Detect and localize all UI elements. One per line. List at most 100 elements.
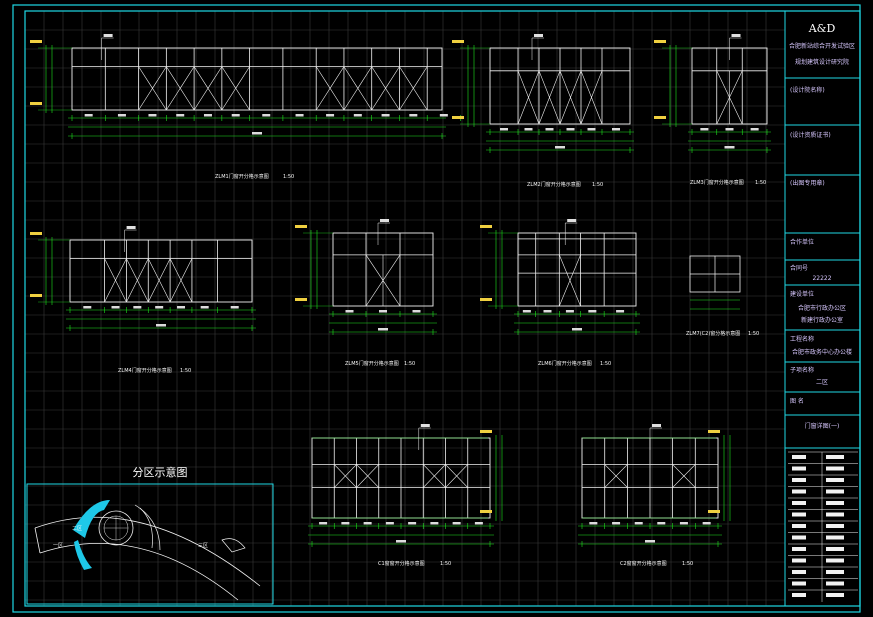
- view-zlm1-dim-value: [117, 114, 126, 117]
- view-c1: [308, 424, 503, 547]
- sig-cell-fill: [792, 524, 806, 528]
- sig-cell-fill: [792, 512, 806, 517]
- view-zlm1-dim-value: [148, 114, 157, 117]
- sig-cell-fill: [792, 455, 806, 459]
- sig-cell-fill: [826, 581, 844, 586]
- view-zlm1-vent-mark: [166, 66, 181, 111]
- view-zlm6-vent-mark: [569, 254, 581, 307]
- view-zlm1-vent-mark: [179, 66, 195, 111]
- view-zlm2-vent-mark: [528, 70, 540, 125]
- inner-frame: [24, 10, 861, 607]
- view-zlm2-leader-tag: [534, 34, 543, 37]
- view-zlm6-dim-value: [522, 310, 531, 313]
- zone-label-1: 一区: [53, 543, 63, 549]
- view-zlm2-dim-value: [524, 128, 533, 131]
- view-zlm5-vent-mark: [382, 254, 401, 307]
- sig-cell-fill: [826, 455, 844, 459]
- scale-v9: 1:50: [682, 561, 693, 567]
- view-zlm1-dim-value: [381, 114, 390, 117]
- sub-name: 二区: [816, 379, 828, 386]
- view-zlm4-dim-value: [83, 306, 92, 309]
- view-c1-leader-tag: [420, 424, 430, 427]
- view-c2-level-flag: [708, 510, 720, 513]
- view-c2-dim-total: [645, 540, 655, 543]
- view-zlm4-vent-mark: [104, 258, 116, 303]
- view-c1-dim-value: [430, 522, 439, 525]
- scale-v5: 1:50: [404, 361, 415, 367]
- scale-v4: 1:50: [180, 368, 191, 374]
- view-zlm4: [30, 226, 256, 331]
- view-zlm4-dim-value: [230, 306, 239, 309]
- view-zlm1: [30, 34, 461, 139]
- label-partner: 合作单位: [790, 238, 814, 246]
- view-zlm2-vent-mark: [559, 70, 571, 125]
- sig-cell-fill: [792, 535, 806, 540]
- view-zlm4-dim-total: [156, 324, 166, 327]
- view-zlm2-vent-mark: [517, 70, 529, 125]
- view-zlm6-dim-value: [588, 310, 597, 313]
- view-c2-vent-mark: [604, 464, 617, 488]
- sig-cell-fill: [826, 524, 844, 528]
- view-c2-dim-value: [702, 522, 711, 525]
- view-zlm4-outline: [69, 239, 253, 303]
- view-zlm1-vent-mark: [207, 66, 223, 111]
- view-zlm6-outline: [517, 232, 637, 307]
- view-zlm2-dim-value: [545, 128, 554, 131]
- view-zlm1-vent-mark: [357, 66, 372, 111]
- view-zlm6-dim-value: [616, 310, 625, 313]
- view-c1-vent-mark: [334, 464, 346, 488]
- client-line-1: 合肥市行政办公区: [798, 304, 846, 312]
- view-zlm6-dim-value: [565, 310, 574, 313]
- view-c1-vent-mark: [356, 464, 369, 488]
- view-zlm3-dim-total: [724, 146, 735, 149]
- sig-cell-fill: [826, 501, 844, 505]
- view-zlm1-outline: [71, 47, 443, 111]
- contract-number: 22222: [812, 275, 831, 282]
- sig-cell-fill: [826, 478, 844, 482]
- view-zlm3-dim-value: [750, 128, 759, 131]
- sig-cell-fill: [792, 478, 806, 482]
- zone-highlight: [73, 500, 110, 538]
- view-zlm1-level-flag: [30, 40, 42, 43]
- caption-v1: ZLM1门窗开分格示意图: [215, 173, 269, 180]
- view-zlm1-vent-mark: [371, 66, 386, 111]
- label-sub: 子项名称: [790, 366, 814, 374]
- view-c2-dim-value: [589, 522, 598, 525]
- view-c1-dim-total: [396, 540, 406, 543]
- view-c1-level-flag: [480, 430, 492, 433]
- view-zlm1-vent-mark: [152, 66, 167, 111]
- view-c2-vent-mark: [683, 464, 696, 488]
- view-zlm3-dim-value: [725, 128, 734, 131]
- view-zlm1-dim-value: [262, 114, 271, 117]
- sig-cell-fill: [826, 593, 844, 597]
- view-zlm2-vent-mark: [538, 70, 550, 125]
- zone-map: 分区示意图 一区 二区 三区: [26, 465, 274, 605]
- sig-cell-fill: [826, 558, 844, 563]
- view-c2-leader-tag: [652, 424, 661, 427]
- view-zlm4-dim-value: [155, 306, 164, 309]
- view-captions: ZLM1门窗开分格示意图 1:50 ZLM2门窗开分格示意图 1:50 ZLM3…: [118, 173, 766, 567]
- caption-v7: ZLM7(C2)窗分格示意图: [686, 330, 740, 337]
- view-zlm2-vent-mark: [549, 70, 561, 125]
- view-zlm1-vent-mark: [138, 66, 153, 111]
- view-zlm1-dim-value: [84, 114, 93, 117]
- view-c1-dim-value: [408, 522, 417, 525]
- view-zlm6-dim-total: [572, 328, 582, 331]
- view-c2-dim-value: [657, 522, 666, 525]
- sig-cell-fill: [792, 570, 806, 574]
- zone-label-3: 三区: [198, 543, 208, 549]
- caption-v5: ZLM5门窗开分格示意图: [345, 360, 399, 367]
- view-c2-vent-mark: [615, 464, 628, 488]
- view-zlm4-vent-mark: [158, 258, 171, 303]
- label-drawing: 图 名: [790, 397, 804, 405]
- view-c1-dim-value: [474, 522, 483, 525]
- view-zlm1-dim-value: [295, 114, 304, 117]
- view-zlm5-level-flag: [295, 298, 307, 301]
- view-zlm1-vent-mark: [399, 66, 414, 111]
- sig-cell-fill: [792, 593, 806, 597]
- sig-cell-fill: [792, 547, 806, 551]
- view-zlm1-dim-value: [353, 114, 362, 117]
- view-zlm6-vent-mark: [559, 254, 571, 307]
- zone-map-title: 分区示意图: [133, 465, 188, 479]
